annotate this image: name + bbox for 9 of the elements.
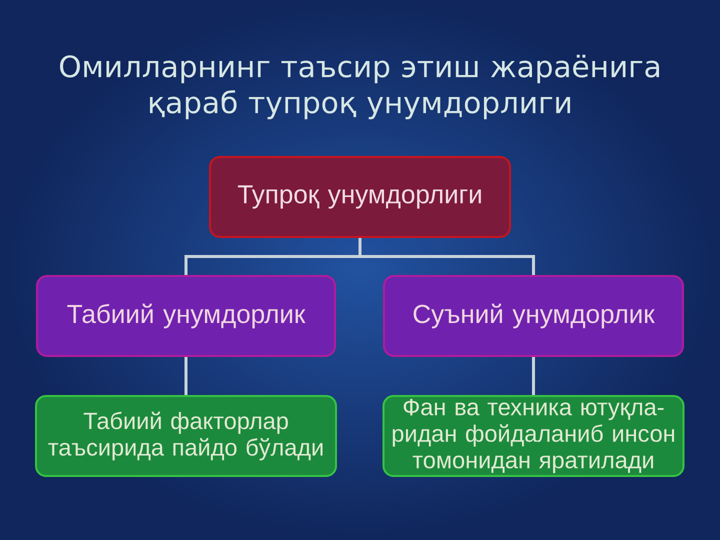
connector-line: [532, 356, 535, 395]
topic-box: Тупроқ унумдорлиги: [209, 156, 511, 238]
description-box: Фан ва техника ютуқла- ридан фойдаланиб инсон томонидан яратилади: [382, 394, 684, 477]
category-box: Суъний унумдорлик: [383, 275, 684, 357]
connector-line: [184, 356, 188, 395]
connector-line: [184, 236, 535, 276]
slide-title: Омилларнинг таъсир этиш жараёнига қараб тупроқ унумдорлиги: [60, 54, 660, 120]
description-box: Табиий факторлар таъсирида пайдо бўлади: [35, 394, 337, 477]
category-box: Табиий унумдорлик: [36, 275, 336, 357]
